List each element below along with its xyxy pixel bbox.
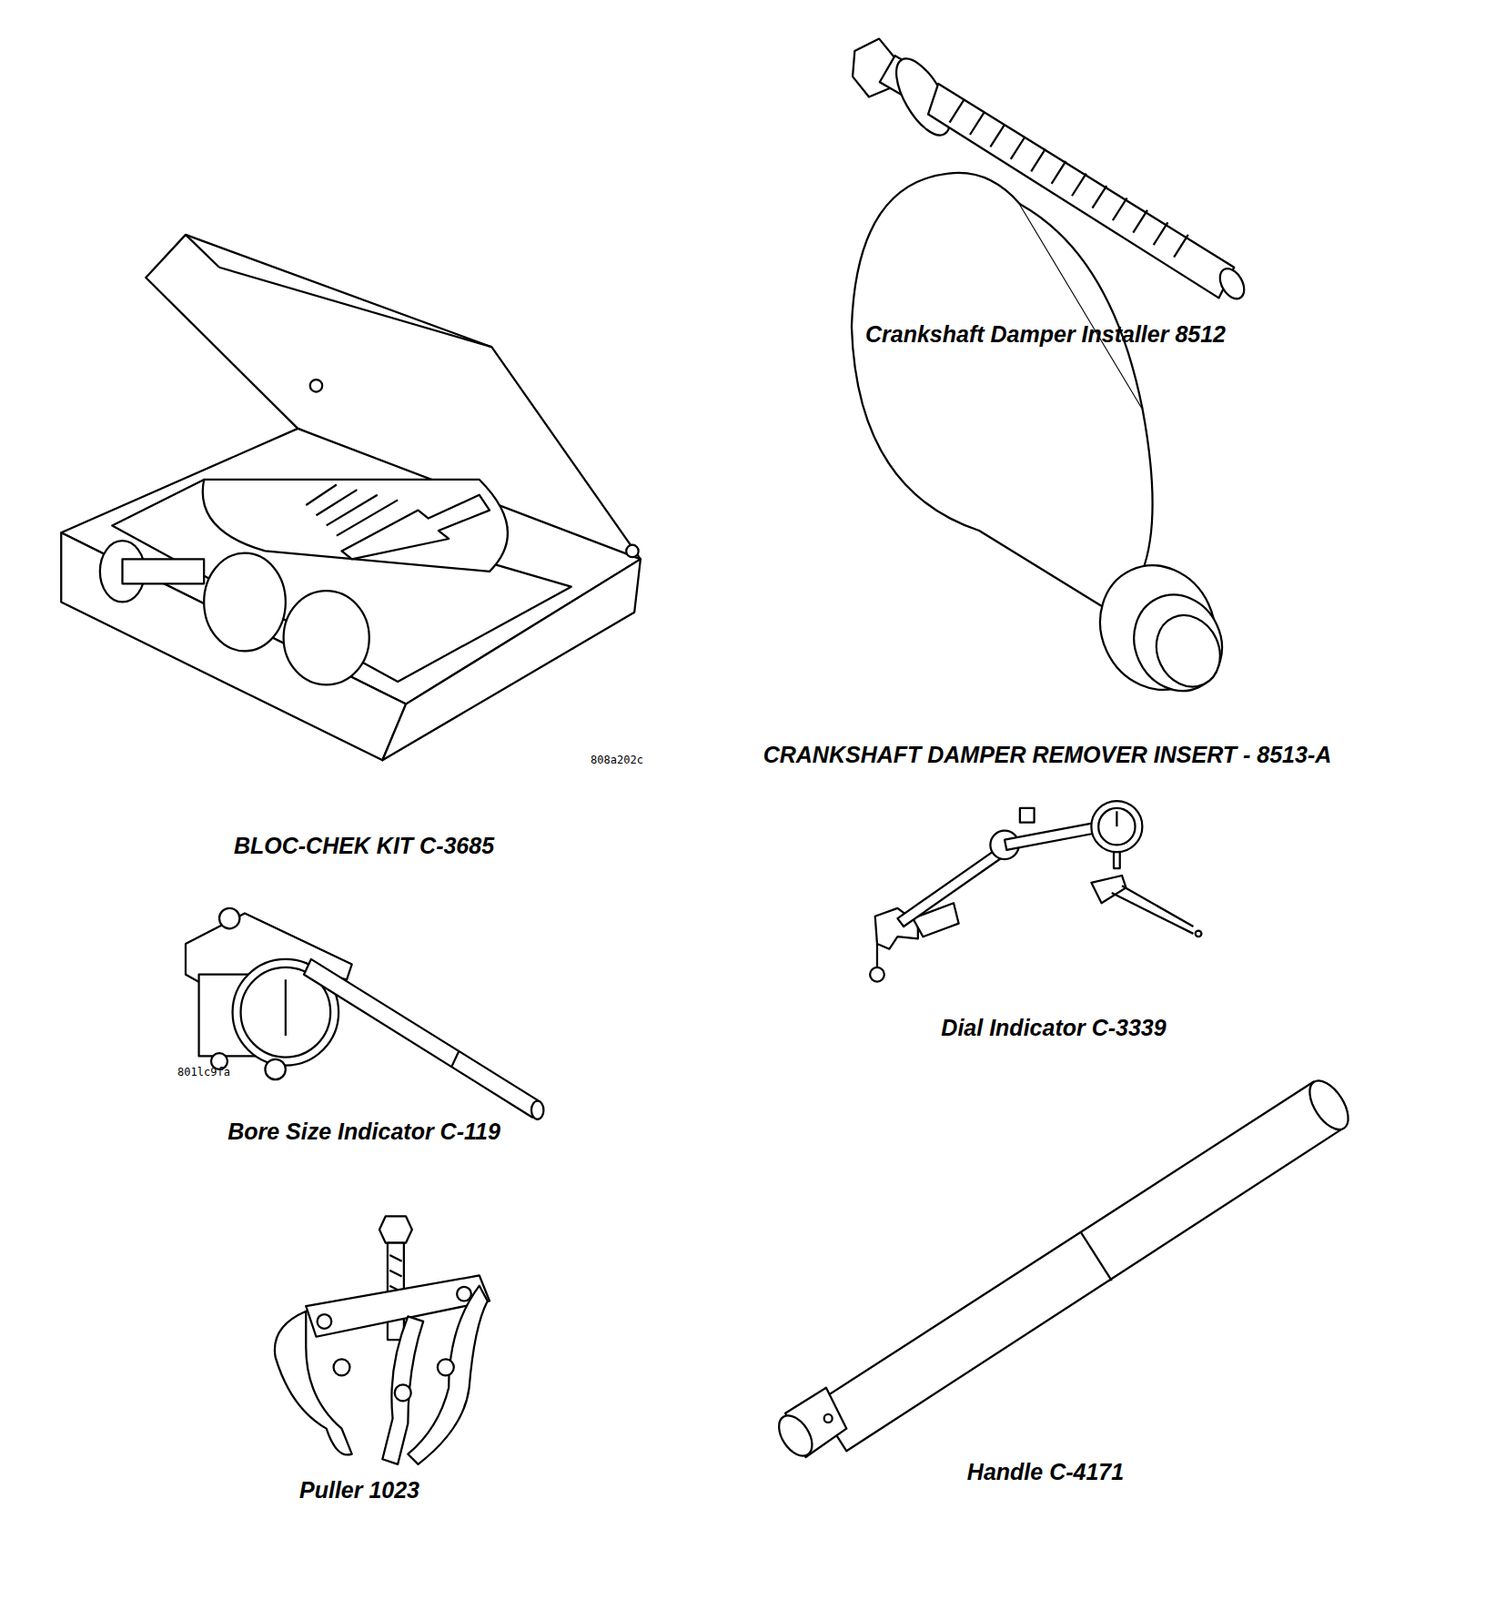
damper-remover-insert [851, 172, 1238, 709]
tool-name: CRANKSHAFT DAMPER REMOVER INSERT - 8513-… [763, 742, 1333, 768]
tool-name: Puller 1023 [299, 1477, 420, 1504]
tool-name: Bore Size Indicator C-119 [227, 1119, 501, 1145]
tool-name: Crankshaft Damper Installer 8512 [865, 322, 1226, 348]
figure-code: 801lc9fa [177, 1066, 231, 1079]
tool-name: BLOC-CHEK KIT C-3685 [233, 833, 495, 859]
puller-tool [274, 1215, 490, 1464]
figure-code: 808a202c [590, 754, 644, 767]
dial-indicator-tool [869, 800, 1202, 981]
bore-size-indicator-tool [185, 908, 544, 1120]
tool-name: Handle C-4171 [967, 1459, 1124, 1485]
bloc-chek-kit-case [60, 234, 641, 760]
handle-tool [772, 1073, 1357, 1462]
tool-name: Dial Indicator C-3339 [940, 1015, 1166, 1041]
